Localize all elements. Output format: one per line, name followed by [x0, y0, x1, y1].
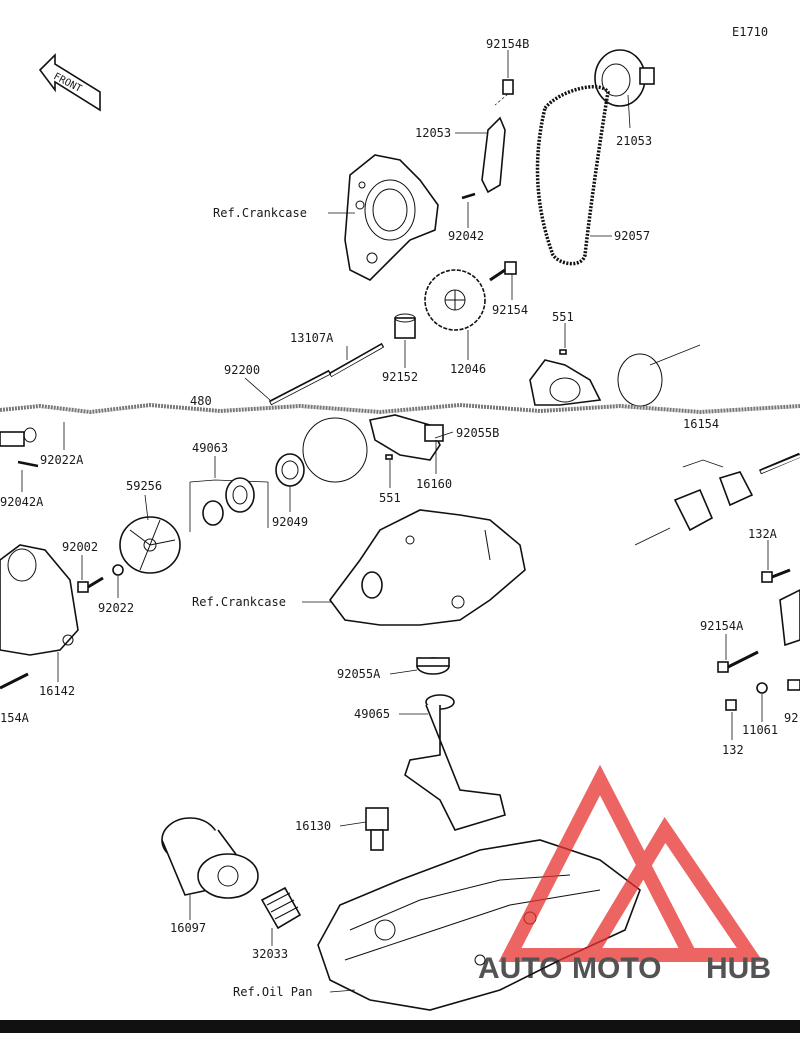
collar-92152 [394, 313, 416, 339]
bolt-92154 [489, 261, 517, 282]
pump-body [369, 414, 444, 461]
watermark-auto: AUTO [478, 952, 562, 985]
label-92002: 92002 [62, 540, 98, 554]
sensor-16130 [365, 807, 389, 851]
label-92154a: 92154A [700, 619, 744, 633]
bolt-92154b [494, 79, 514, 106]
label-132: 132 [722, 743, 744, 757]
label-92049: 92049 [272, 515, 308, 529]
label-92022: 92022 [98, 601, 134, 615]
label-ref-crankcase-mid: Ref.Crankcase [192, 595, 286, 609]
label-92055b: 92055B [456, 426, 499, 440]
dowel-92042 [461, 192, 476, 200]
label-92057: 92057 [614, 229, 650, 243]
oil-pan [317, 839, 641, 1011]
label-92-right: 92 [784, 711, 798, 725]
chain-guide-12053 [481, 116, 506, 194]
label-16142: 16142 [39, 684, 75, 698]
crankcase-upper [344, 154, 439, 281]
cover-right [779, 589, 800, 647]
label-132a: 132A [748, 527, 778, 541]
strainer-49065 [404, 694, 506, 831]
label-92152: 92152 [382, 370, 418, 384]
seal-92049 [275, 453, 305, 487]
label-92200: 92200 [224, 363, 260, 377]
label-92022a: 92022A [40, 453, 84, 467]
label-ref-crankcase-top: Ref.Crankcase [213, 206, 307, 220]
label-16160: 16160 [416, 477, 452, 491]
washer-11061 [756, 682, 768, 694]
pin-551-mid [385, 454, 393, 460]
chain-92057 [535, 85, 610, 266]
crankcase-middle [329, 509, 526, 626]
bolt-92002 [77, 576, 104, 593]
bolt-132 [725, 699, 737, 711]
bolt-132a [761, 568, 791, 583]
collar-92022a [0, 427, 37, 447]
label-32033: 32033 [252, 947, 288, 961]
label-16154: 16154 [683, 417, 719, 431]
bolt-92154a [717, 650, 759, 673]
o-ring-480 [302, 417, 368, 483]
label-92154: 92154 [492, 303, 528, 317]
label-49065: 49065 [354, 707, 390, 721]
watermark-moto: MOTO [572, 952, 661, 985]
seal-49063 [202, 477, 255, 526]
label-16097: 16097 [170, 921, 206, 935]
diagram-code: E1710 [732, 25, 768, 39]
label-ref-oil-pan: Ref.Oil Pan [233, 985, 312, 999]
label-49063: 49063 [192, 441, 228, 455]
watermark-hub: HUB [706, 952, 771, 985]
label-12053: 12053 [415, 126, 451, 140]
label-92154b: 92154B [486, 37, 529, 51]
leader-lines [21, 50, 769, 993]
label-16130: 16130 [295, 819, 331, 833]
label-154a: 154A [0, 711, 30, 725]
pin-551-top [559, 349, 567, 355]
bolt-154a [0, 672, 29, 690]
bracket-16154 [682, 459, 724, 468]
o-ring-upper [617, 353, 663, 407]
seal-92055a [416, 657, 450, 675]
label-59256: 59256 [126, 479, 162, 493]
impeller-59256 [119, 516, 181, 574]
washer-92022 [112, 564, 124, 576]
label-92055a: 92055A [337, 667, 381, 681]
sprocket-21053 [594, 49, 655, 107]
label-92042: 92042 [448, 229, 484, 243]
dowel-92042a [17, 460, 39, 468]
sprocket-12046 [424, 269, 486, 331]
pump-housing-upper [529, 359, 602, 406]
label-13107a: 13107A [290, 331, 334, 345]
section-break [0, 402, 800, 415]
label-551-top: 551 [552, 310, 574, 324]
spring-32033 [260, 886, 302, 930]
bolt-right-edge [787, 679, 800, 691]
label-92042a: 92042A [0, 495, 44, 509]
bottom-bar [0, 1020, 800, 1033]
front-arrow-icon: FRONT [38, 53, 101, 112]
coupling-16154 [673, 471, 754, 532]
label-480: 480 [190, 394, 212, 408]
label-12046: 12046 [450, 362, 486, 376]
label-551-mid: 551 [379, 491, 401, 505]
pump-cover-16142 [0, 544, 79, 656]
label-11061: 11061 [742, 723, 778, 737]
label-21053: 21053 [616, 134, 652, 148]
oil-filter-16097 [161, 817, 259, 899]
bracket-49063 [189, 479, 269, 483]
watermark-logo: AUTO MOTO HUB [478, 764, 771, 985]
